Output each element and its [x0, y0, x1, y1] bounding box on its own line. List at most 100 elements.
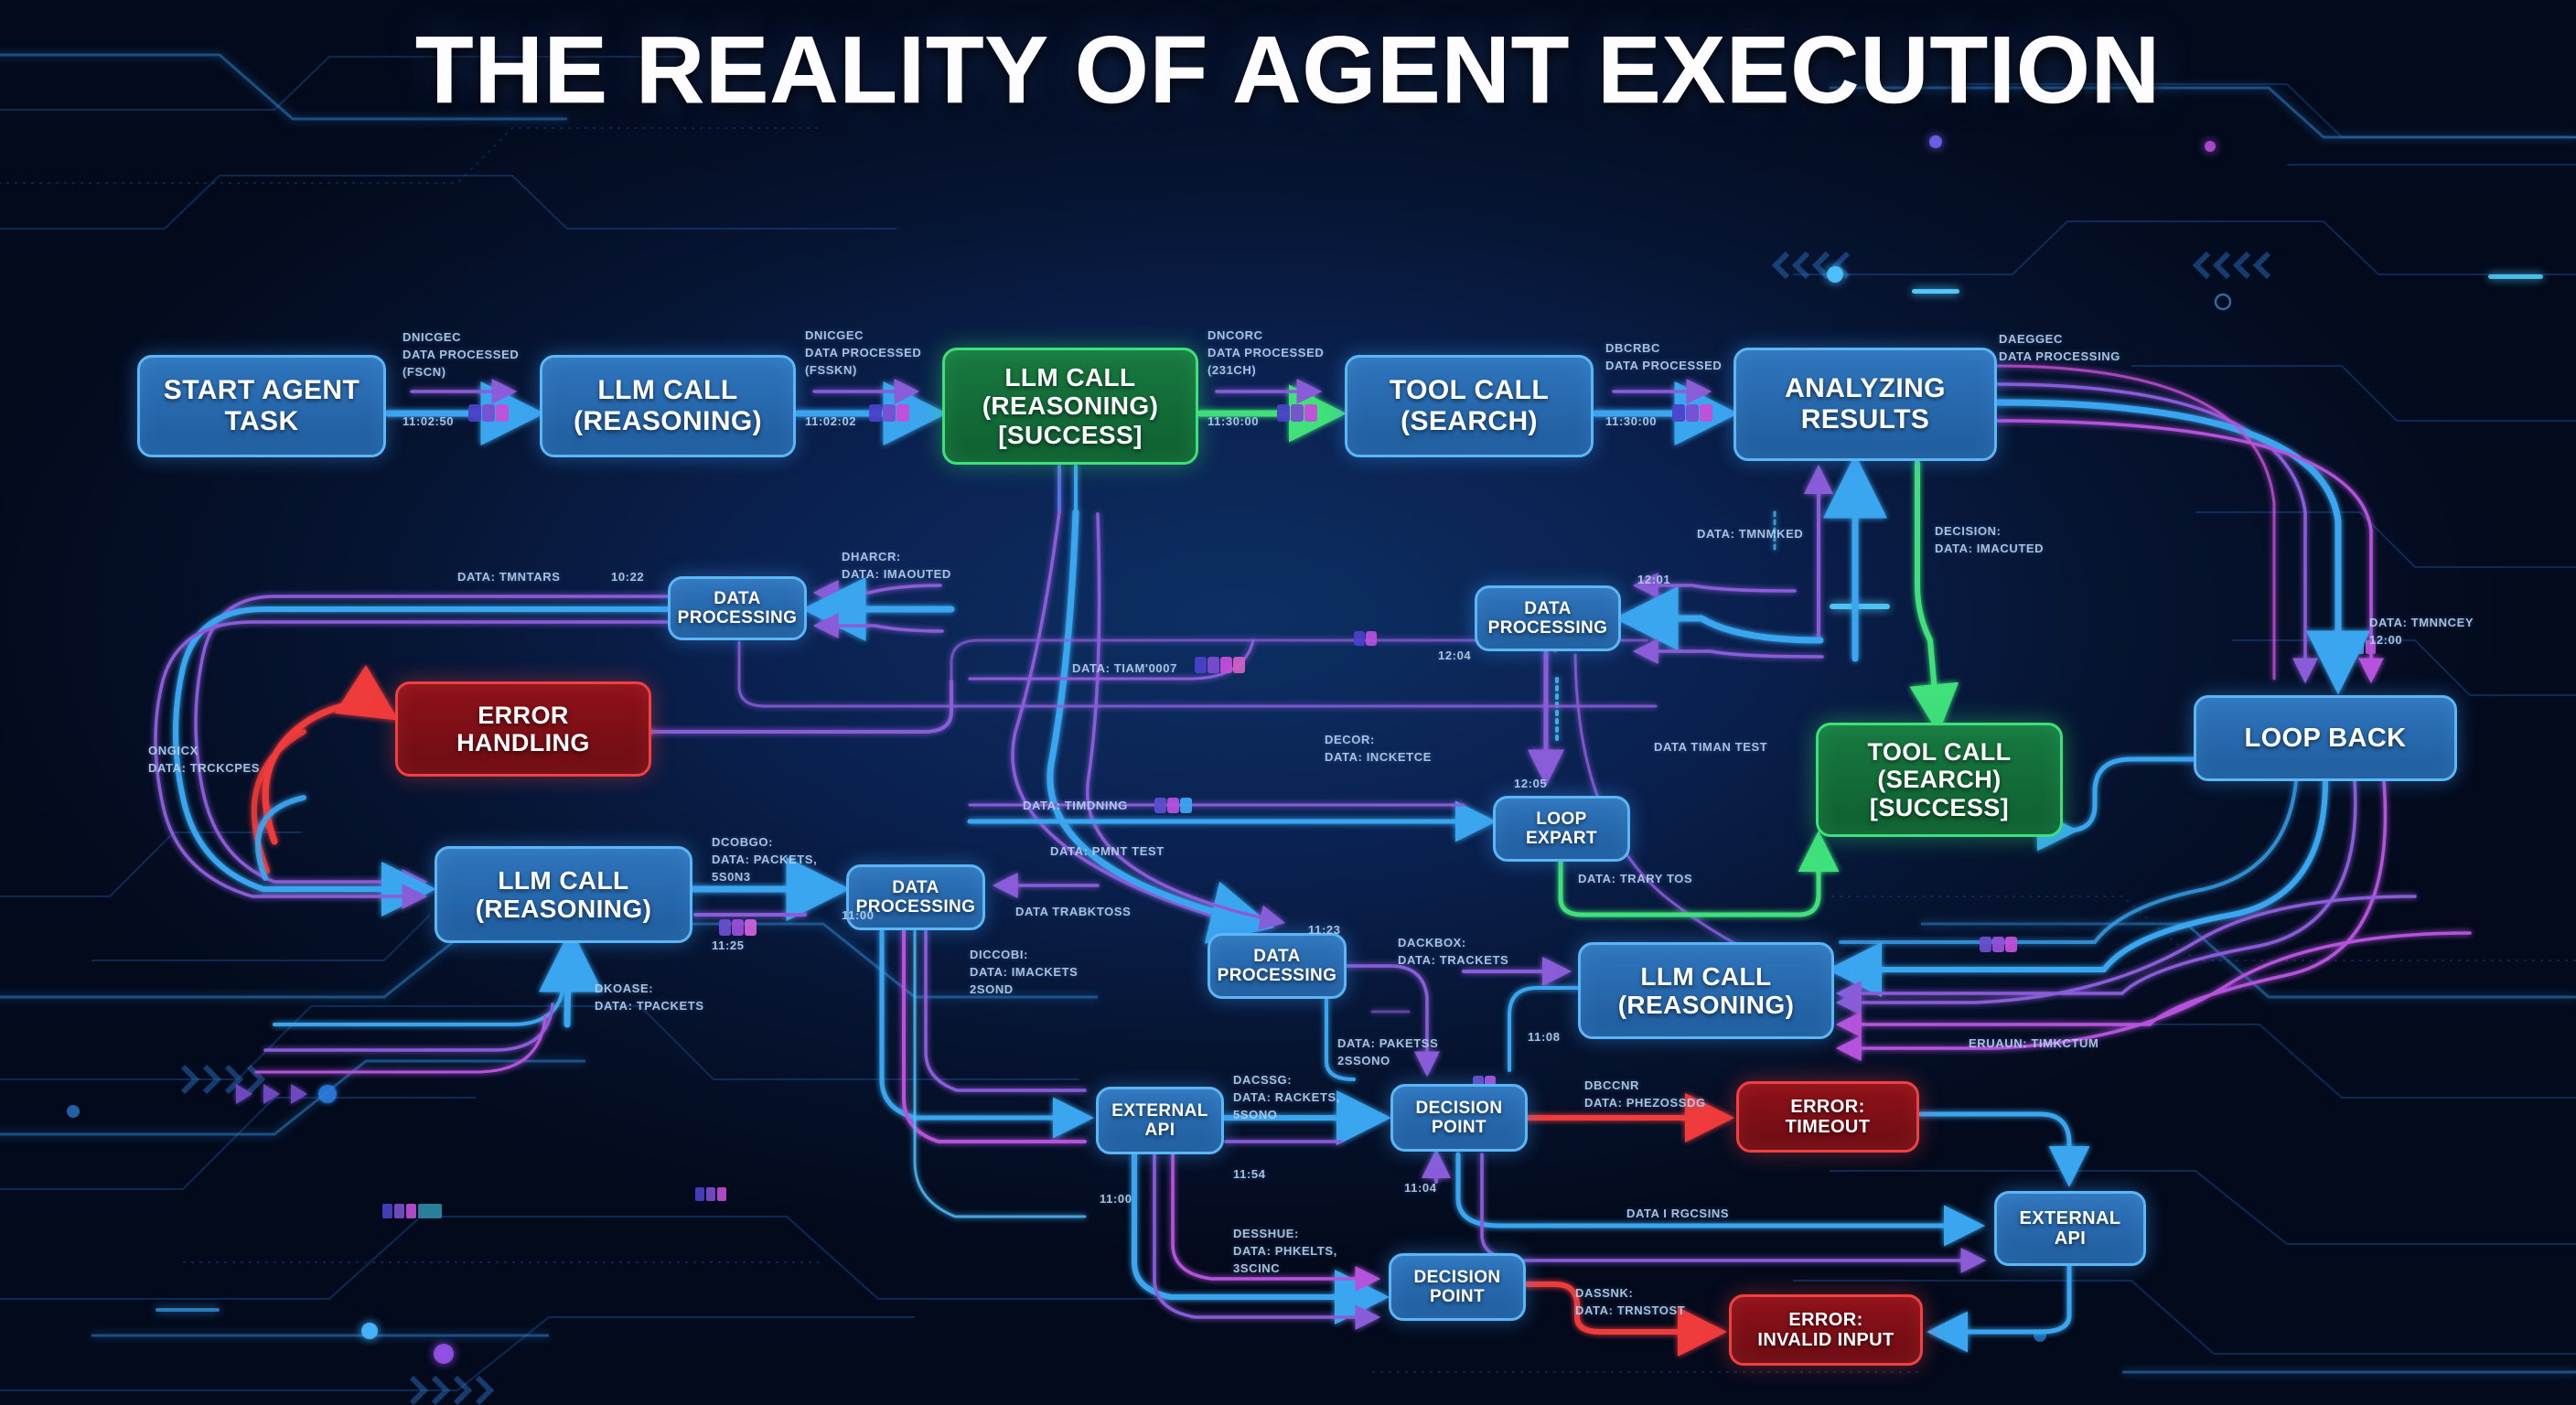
node-label-line: DATA	[1253, 946, 1301, 966]
edge-annotation: DATA: TIAM'0007	[1072, 661, 1177, 675]
node-label-line: LOOP	[1536, 809, 1587, 829]
edge-annotation: DBCRBC DATA PROCESSED	[1605, 341, 1723, 372]
edge-annotation: DATA TIMAN TEST	[1654, 740, 1768, 754]
node-label-line: TIMEOUT	[1785, 1117, 1871, 1137]
node-label-line: RESULTS	[1800, 404, 1930, 434]
edge-annotation: DNICGEC DATA PROCESSED (FSSKN)	[805, 328, 922, 377]
node-label-line: TOOL CALL	[1867, 738, 2012, 767]
node-label-line: HANDLING	[456, 729, 590, 756]
node-llm-call-reasoning-success[interactable]: LLM CALL(REASONING)[SUCCESS]	[942, 348, 1198, 465]
edge-annotation: DATA: PAKETSS 2SSONO	[1337, 1036, 1439, 1067]
node-error-invalid-input[interactable]: ERROR:INVALID INPUT	[1729, 1294, 1923, 1366]
node-label-line: TOOL CALL	[1389, 375, 1550, 406]
edge-annotation: 12:04	[1438, 649, 1472, 662]
node-label-line: ERROR:	[1790, 1096, 1865, 1117]
node-label-line: (REASONING)	[573, 406, 763, 436]
node-label-line: LLM CALL	[597, 375, 738, 406]
edge-annotation: DICCOBI: DATA: IMACKETS 2SOND	[970, 948, 1079, 996]
node-tool-call-search[interactable]: TOOL CALL(SEARCH)	[1345, 355, 1594, 457]
node-label: TOOL CALL(SEARCH)	[1390, 375, 1549, 436]
node-label-line: ERROR	[478, 701, 569, 729]
node-label-line: (REASONING)	[982, 391, 1159, 421]
edge-annotation: DCOBGO: DATA: PACKETS, 5S0N3	[712, 835, 818, 884]
node-label-line: POINT	[1429, 1287, 1486, 1306]
edge-annotation: 11:08	[1528, 1030, 1561, 1044]
edge-annotation: 11:02:02	[805, 414, 857, 428]
node-label-line: LLM CALL	[1640, 961, 1772, 991]
edge-annotation: DATA: PMNT TEST	[1050, 844, 1165, 858]
node-error-timeout[interactable]: ERROR:TIMEOUT	[1736, 1081, 1919, 1153]
node-label-line: PROCESSING	[855, 897, 976, 917]
node-label-line: DATA	[714, 588, 761, 608]
node-label: LLM CALL(REASONING)[SUCCESS]	[982, 363, 1159, 449]
node-tool-call-search-success[interactable]: TOOL CALL(SEARCH)[SUCCESS]	[1816, 723, 2063, 837]
edge-annotation: DATA TRABKTOSS	[1015, 905, 1132, 918]
node-llm-call-reasoning-1[interactable]: LLM CALL(REASONING)	[540, 355, 796, 457]
edge-annotation: DATA: TIMDNING	[1023, 799, 1128, 812]
edge-annotation: 11:25	[712, 938, 745, 952]
edge-annotation: ONGICX DATA: TRCKCPES	[148, 744, 261, 775]
node-label: LLM CALL(REASONING)	[574, 375, 762, 436]
node-label: ERROR:INVALID INPUT	[1757, 1310, 1894, 1351]
node-label: LLM CALL(REASONING)	[1618, 962, 1795, 1020]
node-llm-call-reasoning-2[interactable]: LLM CALL(REASONING)	[435, 846, 692, 943]
node-label-line: DATA	[892, 877, 939, 897]
node-label-line: LOOP BACK	[2244, 723, 2407, 753]
edge-annotation: DATA: TMNNCEY 12:00	[2369, 616, 2474, 647]
page-title: THE REALITY OF AGENT EXECUTION	[415, 17, 2161, 124]
node-label-line: DATA	[1524, 598, 1572, 618]
node-label-line: EXTERNAL	[2019, 1207, 2121, 1228]
edge-annotation: DKOASE: DATA: TPACKETS	[595, 981, 704, 1013]
edge-annotation: 10:22	[611, 570, 645, 584]
node-loop-back[interactable]: LOOP BACK	[2194, 695, 2457, 781]
edge-annotation: DNCORC DATA PROCESSED (231CH)	[1208, 328, 1325, 377]
edge-annotation: DASSNK: DATA: TRNSTOST	[1575, 1286, 1686, 1317]
node-label-line: [SUCCESS]	[1869, 793, 2010, 821]
node-label: TOOL CALL(SEARCH)[SUCCESS]	[1867, 738, 2011, 821]
node-label-line: (SEARCH)	[1877, 766, 2002, 794]
edge-annotation: DHARCR: DATA: IMAOUTED	[842, 550, 951, 581]
node-label-line: (SEARCH)	[1401, 406, 1538, 436]
edge-annotation: DATA: TRARY TOS	[1578, 872, 1693, 885]
edge-annotation: DATA I RGCSINS	[1626, 1207, 1730, 1220]
edge-annotation: 11:23	[1308, 923, 1341, 937]
node-label-line: EXTERNAL	[1111, 1100, 1208, 1121]
edge-annotation: DESSHUE: DATA: PHKELTS, 3SCINC	[1233, 1227, 1337, 1275]
edge-annotation: DACKBOX: DATA: TRACKETS	[1398, 936, 1509, 967]
node-label-line: (REASONING)	[1617, 991, 1795, 1019]
edge-annotation: DNICGEC DATA PROCESSED (FSCN)	[402, 330, 520, 379]
node-label-line: [SUCCESS]	[998, 420, 1143, 449]
edge-annotation: 11:04	[1404, 1181, 1437, 1195]
edge-annotation: DATA: TMNTARS	[457, 570, 561, 584]
node-label-line: DECISION	[1415, 1098, 1503, 1118]
node-label-line: (REASONING)	[475, 895, 652, 923]
edge-annotation: 11:00	[1100, 1192, 1132, 1206]
node-llm-call-reasoning-3[interactable]: LLM CALL(REASONING)	[1578, 942, 1834, 1039]
node-label-line: API	[1144, 1121, 1175, 1140]
edge-annotation: 11:02:50	[402, 414, 455, 428]
node-label: ERROR:TIMEOUT	[1786, 1097, 1871, 1138]
edge-annotation: DATA: TMNMKED	[1697, 527, 1804, 541]
